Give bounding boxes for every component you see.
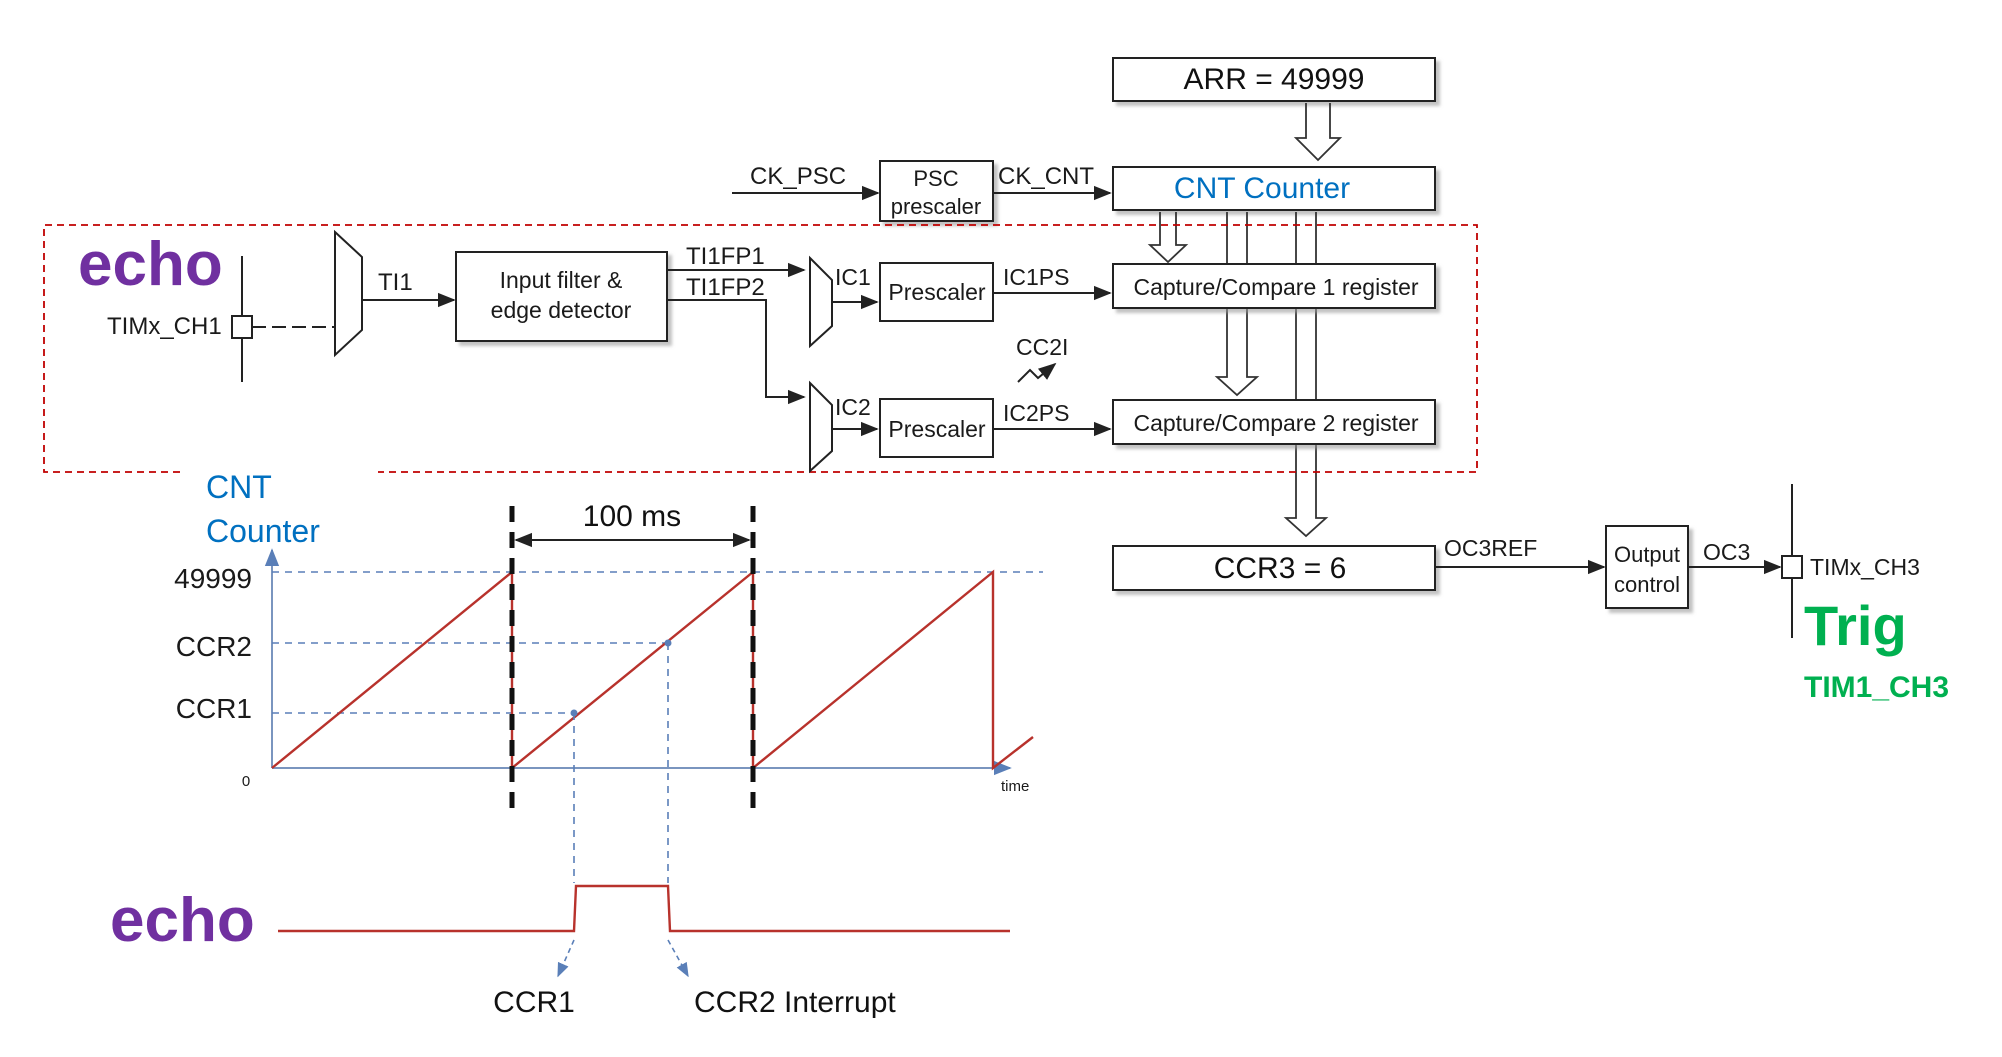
cc2-register-label: Capture/Compare 2 register [1133,410,1418,436]
cnt-counter-box: CNT Counter [1112,166,1436,211]
output-control-line2: control [1614,572,1680,597]
input-filter-line1: Input filter & [500,267,623,293]
cnt-counter-label: CNT Counter [1174,172,1350,205]
cnt-axis-label-line1: CNT [206,469,272,505]
oc3-label: OC3 [1703,539,1750,565]
arr-label: ARR = 49999 [1184,63,1365,96]
ti1fp2-wire [667,299,806,405]
timx-ch1-pin [231,256,335,382]
cc1-register-box: Capture/Compare 1 register [1112,263,1436,309]
cc2i-label: CC2I [1016,334,1068,360]
ic2-label: IC2 [835,394,871,420]
tick-label-max: 49999 [174,563,252,594]
tim1-ch3-label: TIM1_CH3 [1804,671,1949,704]
timx-ch3-pin [1781,484,1803,638]
prescaler2-box: Prescaler [879,398,994,458]
cc1-register-label: Capture/Compare 1 register [1133,274,1418,300]
echo-pulse-label: echo [110,886,255,955]
echo-input-region [43,224,1478,473]
ccr3-register-box: CCR3 = 6 [1112,545,1436,591]
ccr1-event-label: CCR1 [493,986,575,1019]
timx-ch3-label: TIMx_CH3 [1810,554,1920,580]
ic1ps-label: IC1PS [1003,264,1069,290]
cnt-to-cc2-arrow [1214,212,1260,397]
input-mux [334,229,363,358]
cc2i-interrupt-arrow [1017,362,1057,383]
ck-cnt-label: CK_CNT [998,163,1094,190]
ck-psc-label: CK_PSC [750,163,846,190]
psc-prescaler-box: PSC prescaler [879,160,994,222]
period-label: 100 ms [583,500,681,533]
ti1fp1-label: TI1FP1 [686,243,765,270]
echo-top-label: echo [78,230,223,299]
ic2ps-label: IC2PS [1003,400,1069,426]
ccr1-event-arrow [557,939,575,978]
timx-ch1-label: TIMx_CH1 [107,313,222,340]
oc3ref-label: OC3REF [1444,535,1537,561]
cnt-axis-label-line2: Counter [206,513,320,549]
ti1-label: TI1 [378,269,413,296]
input-filter-line2: edge detector [491,297,632,323]
output-control-box: Output control [1605,525,1689,609]
timing-axes [264,548,1012,776]
cc2-register-box: Capture/Compare 2 register [1112,399,1436,445]
ic2-mux [809,380,833,474]
trig-label: Trig [1804,594,1907,657]
ic1-mux [809,255,833,349]
tick-label-ccr1: CCR1 [176,693,252,724]
cnt-to-ccr3-arrow [1283,212,1329,538]
ccr2-event-arrow [667,939,689,978]
time-axis-label: time [1001,778,1029,795]
ccr3-label: CCR3 = 6 [1214,552,1347,585]
ti1fp2-label: TI1FP2 [686,274,765,301]
input-filter-box: Input filter & edge detector [455,251,668,342]
psc-label-line2: prescaler [891,194,981,219]
echo-pulse-waveform [278,884,1010,933]
prescaler1-label: Prescaler [888,279,985,305]
counter-sawtooth [271,569,1034,771]
tick-label-zero: 0 [242,773,250,790]
prescaler1-box: Prescaler [879,262,994,322]
output-control-line1: Output [1614,542,1680,567]
tick-label-ccr2: CCR2 [176,631,252,662]
ccr2-event-label: CCR2 Interrupt [694,986,896,1019]
cnt-to-cc1-arrow [1147,212,1189,264]
arr-to-cnt-arrow [1293,103,1343,162]
ic1-label: IC1 [835,264,871,290]
psc-label-line1: PSC [913,166,958,191]
prescaler2-label: Prescaler [888,416,985,442]
arr-register-box: ARR = 49999 [1112,57,1436,102]
